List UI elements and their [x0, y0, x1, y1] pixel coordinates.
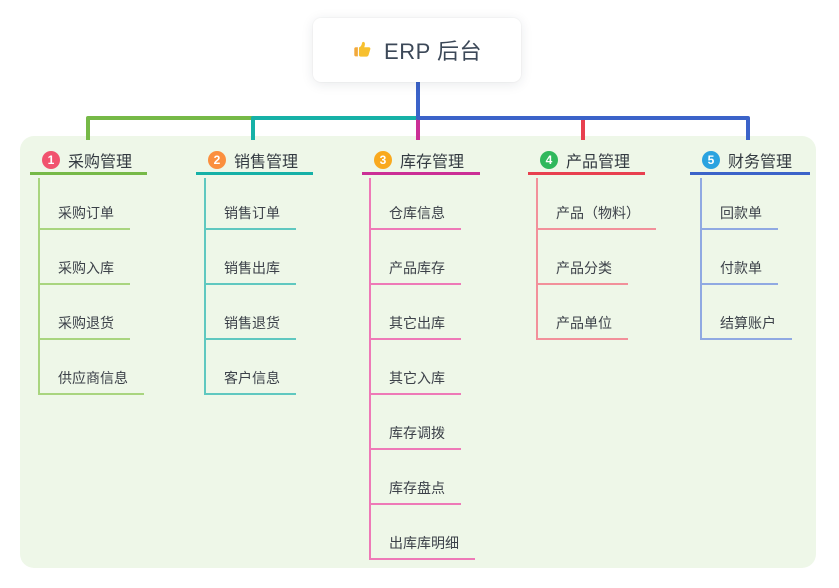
thumbs-up-icon — [352, 39, 374, 61]
child-node[interactable]: 采购订单 — [38, 198, 130, 230]
root-node-title: ERP 后台 — [384, 39, 482, 64]
child-node[interactable]: 产品分类 — [536, 253, 628, 285]
branch-child-connector — [536, 178, 538, 340]
child-node[interactable]: 其它出库 — [369, 308, 461, 340]
child-node-label: 付款单 — [720, 260, 762, 276]
child-node[interactable]: 结算账户 — [700, 308, 792, 340]
child-node-label: 采购订单 — [58, 205, 114, 221]
child-node-label: 库存调拨 — [389, 425, 445, 441]
branch-child-connector — [369, 178, 371, 560]
branch-child-connector — [700, 178, 702, 340]
branch-label: 财务管理 — [728, 153, 793, 171]
child-node-label: 库存盘点 — [389, 480, 445, 496]
child-node-label: 回款单 — [720, 205, 762, 221]
branch-label: 销售管理 — [234, 153, 299, 171]
branch-number-badge: 4 — [540, 150, 558, 169]
branch-number-badge: 3 — [374, 150, 392, 169]
branch-elbow-line — [416, 82, 585, 140]
child-node-label: 仓库信息 — [389, 205, 445, 221]
child-node[interactable]: 出库库明细 — [369, 528, 475, 560]
child-node-label: 采购退货 — [58, 315, 114, 331]
branch-number-badge: 2 — [208, 150, 226, 169]
branch-child-connector — [204, 178, 206, 395]
child-node[interactable]: 销售订单 — [204, 198, 296, 230]
child-node-label: 客户信息 — [224, 370, 280, 386]
child-node[interactable]: 销售退货 — [204, 308, 296, 340]
branch-elbow-line — [251, 82, 420, 140]
child-node-label: 销售订单 — [224, 205, 280, 221]
child-node[interactable]: 产品库存 — [369, 253, 461, 285]
branch-node[interactable]: 4 产品管理 — [528, 147, 645, 175]
child-node[interactable]: 供应商信息 — [38, 363, 144, 395]
child-node-label: 其它入库 — [389, 370, 445, 386]
child-node-label: 产品库存 — [389, 260, 445, 276]
root-node[interactable]: ERP 后台 — [313, 18, 521, 82]
branch-elbow-line — [416, 82, 750, 140]
child-node-label: 供应商信息 — [58, 370, 128, 386]
child-node-label: 销售出库 — [224, 260, 280, 276]
branch-number-badge: 1 — [42, 150, 60, 169]
branch-node[interactable]: 1 采购管理 — [30, 147, 147, 175]
child-node[interactable]: 仓库信息 — [369, 198, 461, 230]
child-node[interactable]: 销售出库 — [204, 253, 296, 285]
branch-elbow-line — [86, 82, 420, 140]
child-node-label: 产品分类 — [556, 260, 612, 276]
branch-label: 库存管理 — [400, 153, 465, 171]
branches-panel — [20, 136, 816, 568]
child-node-label: 销售退货 — [224, 315, 280, 331]
child-node[interactable]: 产品（物料） — [536, 198, 656, 230]
branch-label: 采购管理 — [68, 153, 133, 171]
child-node-label: 其它出库 — [389, 315, 445, 331]
branch-child-connector — [38, 178, 40, 395]
child-node[interactable]: 客户信息 — [204, 363, 296, 395]
child-node[interactable]: 库存盘点 — [369, 473, 461, 505]
branch-label: 产品管理 — [566, 153, 631, 171]
child-node-label: 采购入库 — [58, 260, 114, 276]
child-node[interactable]: 采购退货 — [38, 308, 130, 340]
child-node-label: 产品单位 — [556, 315, 612, 331]
child-node[interactable]: 付款单 — [700, 253, 778, 285]
branch-number-badge: 5 — [702, 150, 720, 169]
child-node[interactable]: 回款单 — [700, 198, 778, 230]
child-node[interactable]: 产品单位 — [536, 308, 628, 340]
branch-node[interactable]: 2 销售管理 — [196, 147, 313, 175]
child-node-label: 产品（物料） — [556, 205, 640, 221]
child-node[interactable]: 采购入库 — [38, 253, 130, 285]
child-node-label: 结算账户 — [720, 315, 776, 331]
branch-node[interactable]: 5 财务管理 — [690, 147, 810, 175]
child-node-label: 出库库明细 — [389, 535, 459, 551]
child-node[interactable]: 其它入库 — [369, 363, 461, 395]
child-node[interactable]: 库存调拨 — [369, 418, 461, 450]
branch-node[interactable]: 3 库存管理 — [362, 147, 480, 175]
